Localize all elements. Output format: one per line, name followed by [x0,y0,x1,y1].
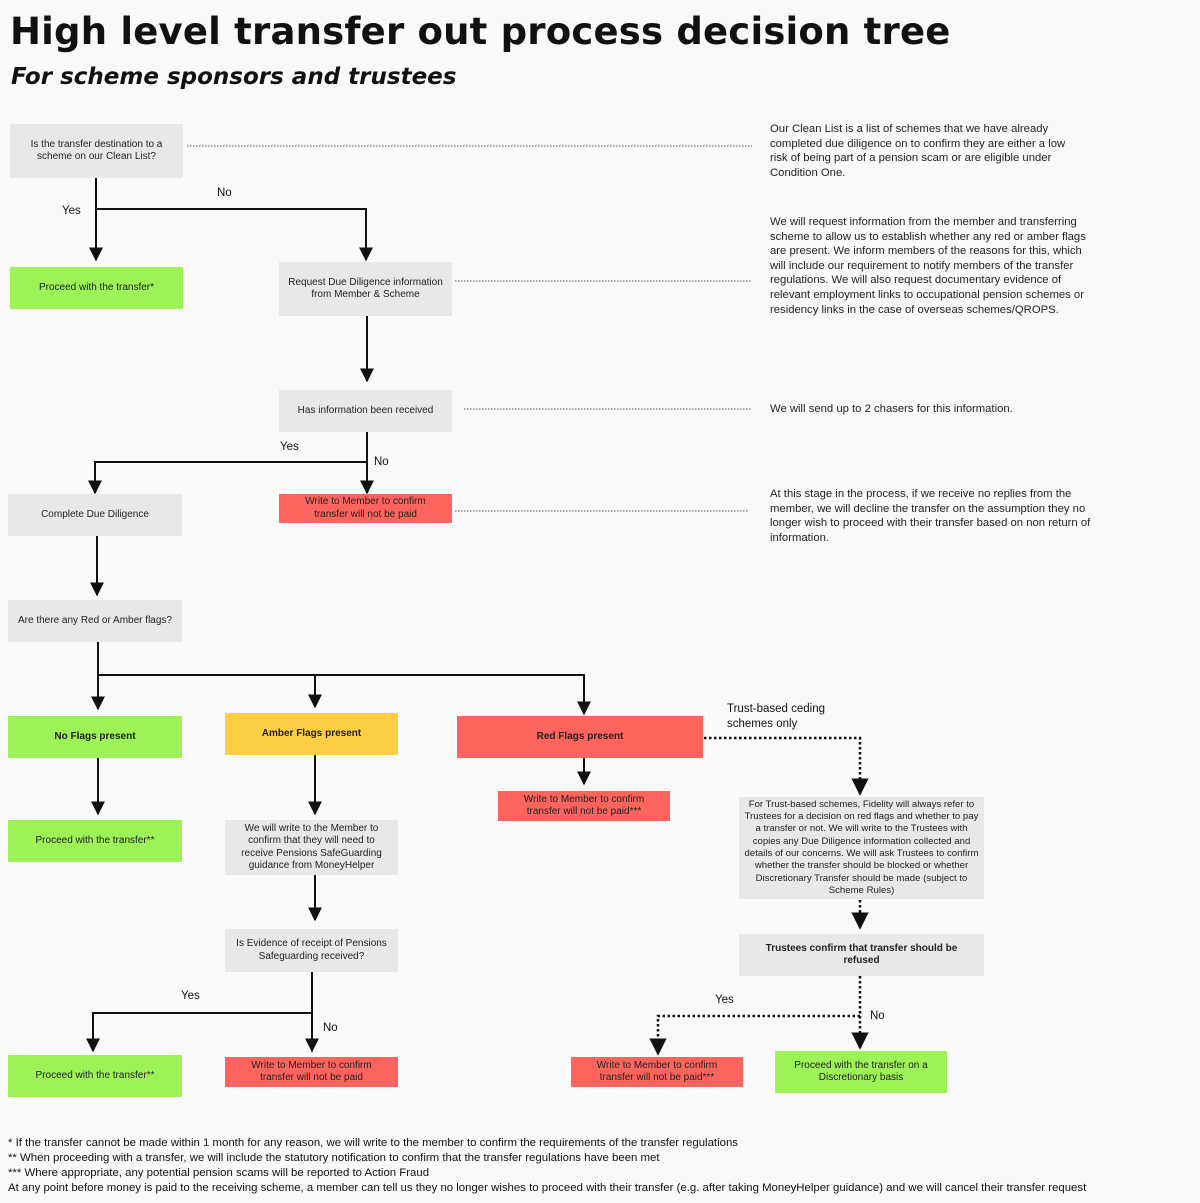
no-flags-present: No Flags present [8,716,182,758]
connector-flags-split [98,674,591,716]
footnote-4: At any point before money is paid to the… [8,1182,1087,1194]
footnote-1: * If the transfer cannot be made within … [8,1137,738,1149]
complete-due-diligence: Complete Due Diligence [8,494,182,536]
connector-red-trust [704,736,869,796]
trustees-refuse: Trustees confirm that transfer should be… [739,934,984,976]
label-no-2: No [374,456,389,468]
footnotes: * If the transfer cannot be made within … [8,1136,1086,1196]
red-flags-present: Red Flags present [457,716,703,758]
connector-evidence-yes [86,1012,312,1053]
proceed-transfer-3: Proceed with the transfer** [8,1055,182,1097]
note-clean-list: Our Clean List is a list of schemes that… [770,123,1066,179]
amber-write-member: We will write to the Member to confirm t… [225,820,398,875]
note-no-reply: At this stage in the process, if we rece… [770,488,1091,544]
request-due-diligence: Request Due Diligence information from M… [279,262,452,316]
connector-trustees-yes [649,1014,860,1056]
evidence-question: Is Evidence of receipt of Pensions Safeg… [225,929,398,972]
info-received-question: Has information been received [279,390,452,432]
label-trust-only: Trust-based ceding schemes only [727,703,826,730]
page-title: High level transfer out process decision… [10,10,951,53]
label-yes-2: Yes [280,441,299,453]
connector-clean-no [96,208,373,262]
label-yes-4: Yes [715,994,734,1006]
write-not-paid-2: Write to Member to confirm transfer will… [225,1057,398,1087]
write-not-paid-1: Write to Member to confirm transfer will… [279,494,452,523]
label-yes-3: Yes [181,990,200,1002]
page-subtitle: For scheme sponsors and trustees [11,64,457,90]
note-request-info: We will request information from the mem… [770,216,1086,316]
label-yes-1: Yes [62,205,81,217]
amber-flags-present: Amber Flags present [225,713,398,755]
flags-question: Are there any Red or Amber flags? [8,600,182,642]
proceed-discretionary: Proceed with the transfer on a Discretio… [775,1051,947,1093]
clean-list-question: Is the transfer destination to a scheme … [10,124,183,178]
trust-refer-box: For Trust-based schemes, Fidelity will a… [739,797,984,899]
note-chasers: We will send up to 2 chasers for this in… [770,403,1013,415]
proceed-transfer-1: Proceed with the transfer* [10,267,183,309]
label-no-1: No [217,187,232,199]
connector-info-yes [88,461,366,495]
label-no-4: No [870,1010,885,1022]
proceed-transfer-2: Proceed with the transfer** [8,820,182,862]
red-write-not-paid: Write to Member to confirm transfer will… [498,791,670,821]
write-not-paid-3: Write to Member to confirm transfer will… [571,1057,743,1087]
label-no-3: No [323,1022,338,1034]
footnote-3: *** Where appropriate, any potential pen… [8,1167,430,1179]
footnote-2: ** When proceeding with a transfer, we w… [8,1152,660,1164]
